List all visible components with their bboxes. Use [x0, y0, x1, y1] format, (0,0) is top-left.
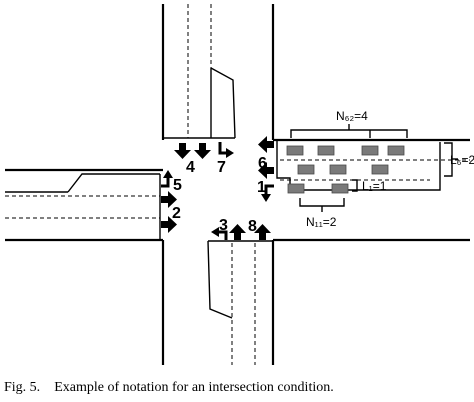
movement-2-arrows [161, 191, 177, 233]
vehicle [329, 164, 347, 175]
vehicle [317, 145, 335, 156]
figure-caption: Fig. 5. Example of notation for an inters… [4, 380, 470, 396]
annotation-l1: L₁=1 [362, 179, 387, 193]
west-approach [5, 168, 163, 242]
intersection-diagram: 4 7 6 1 5 2 3 8 N₆₂=4 L₆=2 L₁=1 N₁₁=2 [5, 4, 474, 365]
caption-text: Example of notation for an intersection … [54, 380, 334, 395]
movement-label-7: 7 [217, 159, 226, 176]
north-approach [161, 4, 275, 140]
movement-label-3: 3 [219, 217, 228, 234]
bracket-n11 [299, 198, 345, 212]
south-approach [161, 240, 275, 365]
annotation-n11: N₁₁=2 [306, 215, 337, 229]
vehicle [387, 145, 405, 156]
bracket-l6 [444, 142, 458, 177]
vehicle [287, 183, 305, 194]
vehicle [286, 145, 304, 156]
caption-number: Fig. 5. [4, 380, 41, 395]
movement-label-6: 6 [258, 155, 267, 172]
movement-3-arrow [211, 227, 228, 240]
vehicle [331, 183, 349, 194]
annotation-n62: N₆₂=4 [336, 109, 368, 123]
vehicle [371, 164, 389, 175]
movement-label-2: 2 [172, 205, 181, 222]
bracket-l1 [352, 179, 358, 192]
queued-vehicles [286, 145, 405, 194]
movement-6-arrows [258, 136, 274, 179]
movement-7-arrow [218, 142, 234, 158]
movement-label-8: 8 [248, 218, 257, 235]
movement-label-4: 4 [186, 159, 195, 176]
vehicle [297, 164, 315, 175]
movement-label-1: 1 [257, 179, 266, 196]
movement-1-arrow [261, 184, 274, 202]
movement-label-5: 5 [173, 177, 182, 194]
movement-4-arrows [174, 143, 211, 159]
movement-8-arrows [229, 224, 271, 240]
movement-5-arrow [161, 170, 173, 188]
annotation-l6: L₆=2 [450, 153, 474, 167]
bracket-n62 [290, 124, 408, 138]
vehicle [361, 145, 379, 156]
